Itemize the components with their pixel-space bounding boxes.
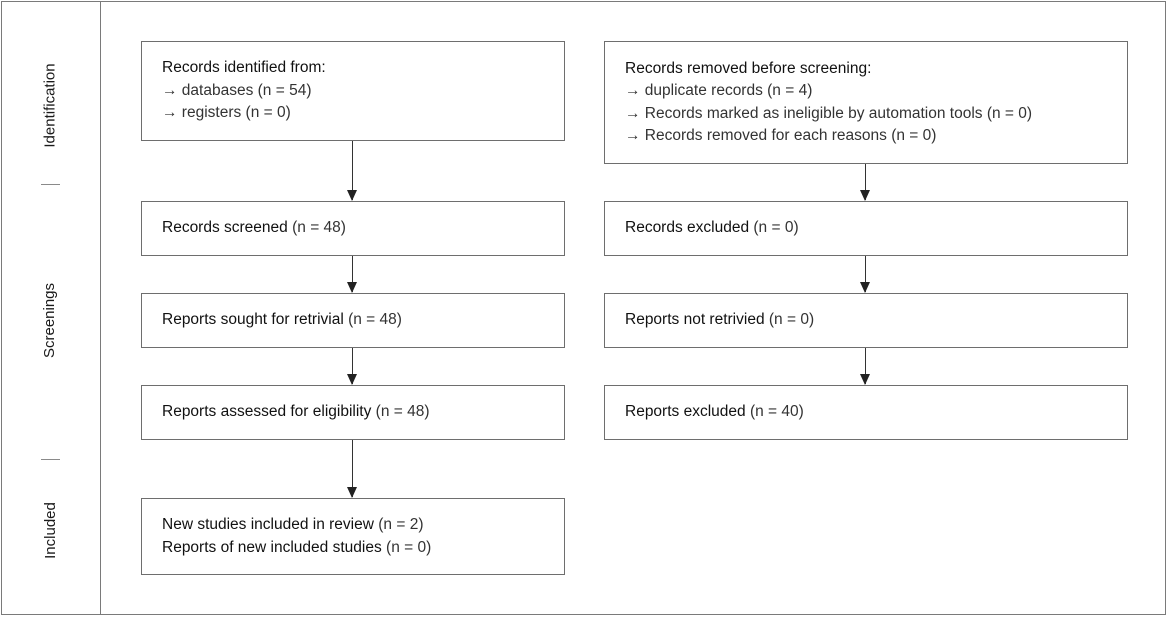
- arrow-down: [347, 141, 357, 201]
- reports-not-retrieved-label: Reports not retrivied: [625, 311, 765, 329]
- phase-separator: [41, 184, 60, 185]
- records-excluded-box: Records excluded (n = 0): [604, 201, 1128, 256]
- records-removed-title: Records removed before screening:: [625, 59, 872, 77]
- phase-screenings: Screenings: [10, 250, 90, 390]
- records-removed-box: Records removed before screening: → dupl…: [604, 41, 1128, 164]
- records-excluded-count: (n = 0): [753, 219, 799, 237]
- phase-included-label: Included: [41, 501, 59, 559]
- records-screened-count: (n = 48): [292, 219, 346, 237]
- new-reports-label: Reports of new included studies: [162, 538, 382, 556]
- new-studies-label: New studies included in review: [162, 516, 374, 533]
- reports-excluded-label: Reports excluded: [625, 403, 746, 421]
- records-screened-box: Records screened (n = 48): [141, 201, 565, 256]
- records-excluded-label: Records excluded: [625, 219, 750, 237]
- records-removed-duplicates: → duplicate records (n = 4): [625, 82, 813, 99]
- new-reports-count: (n = 0): [386, 538, 432, 556]
- arrow-down: [860, 348, 870, 385]
- records-removed-automation: → Records marked as ineligible by automa…: [625, 104, 1033, 122]
- new-studies-count: (n = 2): [378, 516, 424, 533]
- reports-excluded-box: Reports excluded (n = 40): [604, 385, 1128, 440]
- arrow-down: [860, 256, 870, 293]
- arrow-down: [347, 256, 357, 293]
- reports-assessed-label: Reports assessed for eligibility: [162, 403, 372, 421]
- records-removed-other: → Records removed for each reasons (n = …: [625, 127, 937, 144]
- phase-identification-label: Identification: [41, 62, 59, 148]
- arrow-down: [860, 164, 870, 201]
- arrow-down: [347, 348, 357, 385]
- reports-sought-box: Reports sought for retrivial (n = 48): [141, 293, 565, 348]
- records-identified-databases: → databases (n = 54): [162, 81, 312, 99]
- reports-excluded-count: (n = 40): [749, 403, 804, 421]
- arrow-down: [347, 440, 357, 498]
- reports-assessed-count: (n = 48): [375, 403, 430, 421]
- phase-separator: [41, 459, 60, 460]
- phase-included: Included: [10, 480, 90, 580]
- records-identified-title: Records identified from:: [162, 59, 326, 77]
- records-screened-label: Records screened: [162, 219, 288, 237]
- phase-column-divider: [100, 1, 101, 615]
- records-identified-box: Records identified from: → databases (n …: [141, 41, 565, 141]
- phase-identification: Identification: [10, 40, 90, 170]
- reports-not-retrieved-count: (n = 0): [768, 311, 815, 329]
- reports-sought-count: (n = 48): [348, 311, 402, 329]
- studies-included-box: New studies included in review (n = 2) R…: [141, 498, 565, 575]
- reports-sought-label: Reports sought for retrivial: [162, 311, 344, 329]
- reports-not-retrieved-box: Reports not retrivied (n = 0): [604, 293, 1128, 348]
- reports-assessed-box: Reports assessed for eligibility (n = 48…: [141, 385, 565, 440]
- phase-screenings-label: Screenings: [41, 282, 59, 358]
- records-identified-registers: → registers (n = 0): [162, 104, 291, 122]
